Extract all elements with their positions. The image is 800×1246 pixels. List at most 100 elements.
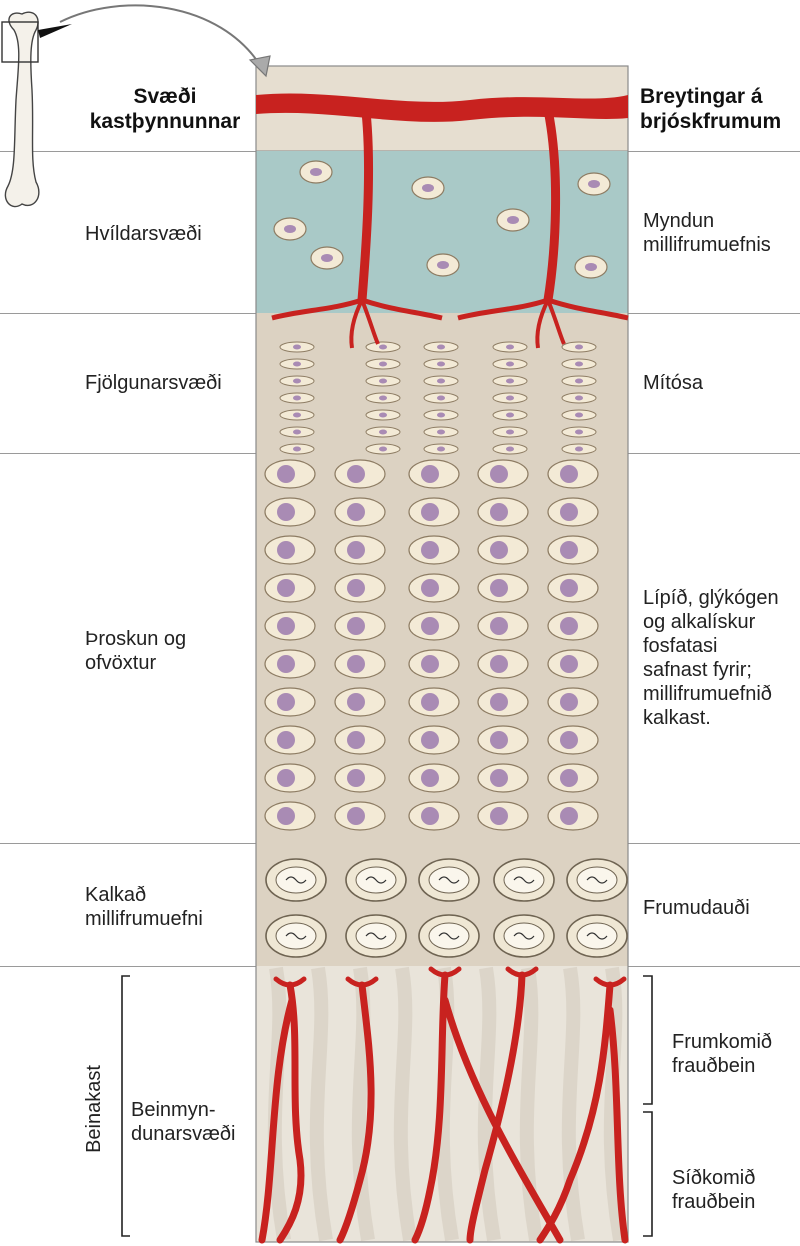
capillary bbox=[546, 299, 566, 345]
zone-change-hypertrophy: Lípíð, glýkógen og alkalískur fosfatasi … bbox=[643, 586, 779, 730]
chondrocyte-nucleus bbox=[379, 412, 387, 418]
chondrocyte-nucleus bbox=[293, 429, 301, 435]
subzone-secondary-line-1: Síðkomið bbox=[672, 1167, 756, 1189]
metaphyseal-vessel bbox=[466, 971, 526, 1244]
secondary-spongiosa-bracket bbox=[643, 1111, 653, 1237]
ossification-bracket-label: Beinakast bbox=[83, 1065, 105, 1153]
chondrocyte-nucleus bbox=[490, 579, 508, 597]
capillary bbox=[457, 297, 549, 321]
metaphyseal-vessel bbox=[276, 981, 305, 1244]
chondrocyte-nucleus bbox=[506, 395, 514, 401]
vessel-branch bbox=[357, 111, 374, 301]
cell-debris bbox=[365, 932, 387, 940]
capillary bbox=[535, 299, 550, 349]
chondrocyte-nucleus bbox=[490, 465, 508, 483]
chondrocyte-nucleus bbox=[560, 693, 578, 711]
left-header-line-1: Svæði bbox=[133, 85, 197, 108]
zone-label-resting: Hvíldarsvæði bbox=[85, 222, 202, 246]
zone-label-ossification-line-1: Beinmyn- bbox=[131, 1099, 216, 1121]
zone-label-calcified: Kalkað millifrumuefni bbox=[85, 883, 203, 931]
chondrocyte-nucleus bbox=[421, 617, 439, 635]
chondrocyte-nucleus bbox=[575, 378, 583, 384]
chondrocyte-nucleus bbox=[560, 541, 578, 559]
zone-change-calcified-line: Frumudauði bbox=[643, 897, 750, 919]
chondrocyte-nucleus bbox=[347, 617, 365, 635]
vessel-branch bbox=[543, 109, 561, 301]
primary-spongiosa-bracket bbox=[643, 975, 653, 1105]
chondrocyte-nucleus bbox=[507, 216, 519, 224]
chondrocyte-nucleus bbox=[560, 807, 578, 825]
chondrocyte-nucleus bbox=[379, 446, 387, 452]
right-header-line-1: Breytingar á bbox=[640, 85, 763, 108]
zone-change-hypertrophy-line-4: safnast fyrir; bbox=[643, 659, 752, 681]
chondrocyte-nucleus bbox=[575, 446, 583, 452]
left-header-line-2: kastþynnunnar bbox=[89, 110, 241, 133]
chondrocyte-nucleus bbox=[506, 429, 514, 435]
chondrocyte-nucleus bbox=[437, 395, 445, 401]
chondrocyte-nucleus bbox=[575, 361, 583, 367]
right-header: Breytingar á brjóskfrumum bbox=[640, 84, 800, 134]
zone-label-hypertrophy-line-2: ofvöxtur bbox=[85, 652, 157, 674]
chondrocyte-nucleus bbox=[347, 541, 365, 559]
cell-debris bbox=[586, 876, 608, 884]
pointer-wedge bbox=[38, 24, 72, 38]
chondrocyte-nucleus bbox=[321, 254, 333, 262]
right-header-line-2: brjóskfrumum bbox=[640, 110, 782, 133]
chondrocyte-nucleus bbox=[421, 541, 439, 559]
epiphyseal-artery bbox=[256, 93, 628, 122]
zoom-arrow bbox=[59, 4, 263, 69]
subzone-primary-spongiosa: Frumkomið frauðbein bbox=[672, 1030, 772, 1078]
metaphyseal-vessel bbox=[336, 981, 375, 1244]
chondrocyte-nucleus bbox=[347, 807, 365, 825]
chondrocyte-nucleus bbox=[560, 617, 578, 635]
chondrocyte-nucleus bbox=[293, 446, 301, 452]
chondrocyte-nucleus bbox=[421, 807, 439, 825]
chondrocyte-nucleus bbox=[347, 579, 365, 597]
zone-change-hypertrophy-line-3: fosfatasi bbox=[643, 635, 718, 657]
zone-label-proliferation: Fjölgunarsvæði bbox=[85, 371, 222, 395]
metaphyseal-vessel bbox=[411, 971, 449, 1244]
chondrocyte-nucleus bbox=[422, 184, 434, 192]
chondrocyte-nucleus bbox=[490, 731, 508, 749]
chondrocyte-nucleus bbox=[347, 503, 365, 521]
zone-label-ossification: Beinmyn- dunarsvæði bbox=[131, 1098, 236, 1146]
chondrocyte-nucleus bbox=[293, 361, 301, 367]
chondrocyte-nucleus bbox=[575, 395, 583, 401]
cell-debris bbox=[586, 932, 608, 940]
chondrocyte-nucleus bbox=[277, 693, 295, 711]
vessel-loop bbox=[273, 976, 307, 988]
zone-label-calcified-line-2: millifrumuefni bbox=[85, 908, 203, 930]
chondrocyte-nucleus bbox=[437, 261, 449, 269]
chondrocyte-nucleus bbox=[293, 412, 301, 418]
chondrocyte-nucleus bbox=[437, 378, 445, 384]
zone-label-hypertrophy: Þroskun og ofvöxtur bbox=[85, 627, 186, 675]
chondrocyte-nucleus bbox=[293, 395, 301, 401]
zone-change-hypertrophy-line-5: millifrumuefnið bbox=[643, 683, 772, 705]
chondrocyte-nucleus bbox=[379, 378, 387, 384]
chondrocyte-nucleus bbox=[293, 378, 301, 384]
zone-change-resting-line-2: millifrumuefnis bbox=[643, 234, 771, 256]
trabecula-streak bbox=[309, 966, 333, 1242]
metaphyseal-vessel bbox=[258, 996, 296, 1244]
zone-label-calcified-line-1: Kalkað bbox=[85, 884, 147, 906]
chondrocyte-nucleus bbox=[379, 344, 387, 350]
chondrocyte-nucleus bbox=[437, 429, 445, 435]
chondrocyte-nucleus bbox=[437, 446, 445, 452]
chondrocyte-nucleus bbox=[490, 769, 508, 787]
trabecula-streak bbox=[561, 966, 585, 1242]
column-outline bbox=[255, 65, 629, 1243]
chondrocyte-nucleus bbox=[277, 503, 295, 521]
chondrocyte-nucleus bbox=[379, 429, 387, 435]
cell-debris bbox=[285, 876, 307, 884]
chondrocyte-nucleus bbox=[506, 378, 514, 384]
vessel-loop bbox=[593, 976, 627, 988]
zone-change-hypertrophy-line-6: kalkast. bbox=[643, 707, 711, 729]
capillary bbox=[271, 297, 363, 321]
chondrocyte-nucleus bbox=[506, 446, 514, 452]
zone-label-ossification-line-2: dunarsvæði bbox=[131, 1123, 236, 1145]
chondrocyte-nucleus bbox=[421, 465, 439, 483]
trabecula-streak bbox=[393, 966, 417, 1242]
capillary bbox=[547, 297, 629, 321]
zone-label-proliferation-line: Fjölgunarsvæði bbox=[85, 372, 222, 394]
capillary bbox=[360, 299, 380, 345]
